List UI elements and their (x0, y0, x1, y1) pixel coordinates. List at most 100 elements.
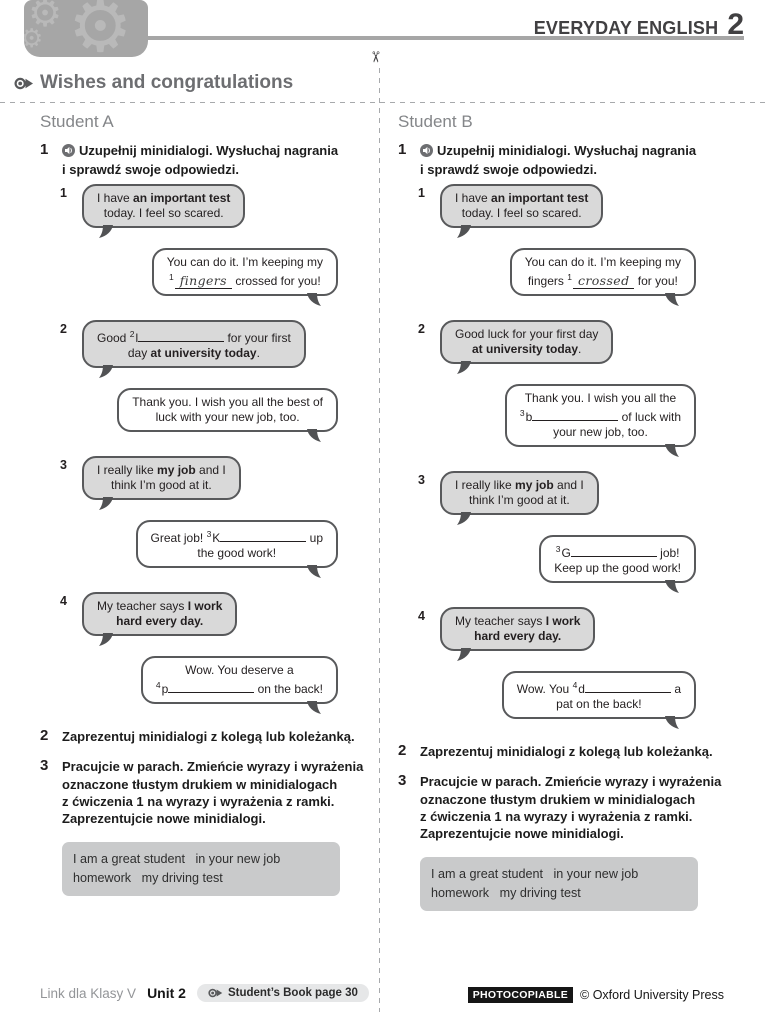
bubble-tail (457, 361, 471, 375)
bubble-text: Wow. You (516, 682, 573, 697)
bubble-text: fingers (527, 274, 568, 289)
bubble-text: I really like (455, 478, 516, 493)
bubble-text: I really like (97, 463, 158, 478)
unit-label: Unit 2 (147, 985, 186, 1001)
handwritten-answer: crossed (572, 273, 635, 290)
bubble-text: of luck with (618, 410, 681, 425)
bubble-text: an important test (491, 191, 589, 206)
bubble-tail (99, 497, 113, 511)
bubble-line: Great job! 3K up (151, 527, 323, 546)
bubble-text: You can do it. I’m keeping my (166, 255, 323, 270)
exercise-instruction: Pracujcie w parach. Zmieńcie wyrazy i wy… (420, 774, 722, 841)
bubble-text: I have (455, 191, 492, 206)
bubble-text: . (256, 346, 260, 361)
bubble-text: hard every day. (474, 629, 562, 644)
bubble-line: think I’m good at it. (455, 493, 584, 508)
bubble-text: I have (97, 191, 134, 206)
bubble-text: a (670, 682, 681, 697)
exercise-number: 1 (40, 141, 49, 158)
word-box: I am a great student in your new job hom… (420, 857, 698, 911)
bubble-line: Good 2l for your first (97, 327, 291, 346)
gear-icon: ⚙ (68, 0, 133, 57)
bubble-text: Thank you. I wish you all the best of (132, 395, 323, 410)
bubble-tail (307, 293, 321, 307)
speech-bubble: 3G job!Keep up the good work! (539, 535, 696, 594)
bubble-text: luck with your new job, too. (155, 410, 300, 425)
photocopiable-badge: PHOTOCOPIABLE (467, 987, 574, 1003)
scissors-icon: ✂ (366, 50, 385, 64)
audio-icon (420, 144, 433, 161)
bubble-text: Thank you. I wish you all the (524, 391, 677, 406)
gap-number: 4 (572, 680, 578, 691)
bubble-text: crossed for you! (231, 274, 321, 289)
exercise-number: 2 (40, 727, 49, 745)
answer-blank (220, 531, 307, 543)
dialogue-number: 1 (418, 186, 425, 201)
bubble-line: today. I feel so scared. (97, 206, 230, 221)
bubble-tail (665, 580, 679, 594)
dialogue-number: 1 (60, 186, 67, 201)
bubble-text: the good work! (197, 546, 277, 561)
bubble-line: Good luck for your first day (455, 327, 598, 342)
bubble-line: think I’m good at it. (97, 478, 226, 493)
bubble-text: You can do it. I’m keeping my (524, 255, 681, 270)
exercise-instruction: Pracujcie w parach. Zmieńcie wyrazy i wy… (62, 759, 364, 826)
gap-number: 3 (555, 544, 561, 555)
answer-blank (138, 331, 225, 343)
header-rule (148, 36, 744, 40)
dialogue-number: 2 (60, 322, 67, 337)
students-book-ref-label: Student’s Book page 30 (227, 987, 358, 999)
dialogue-number: 3 (60, 458, 67, 473)
bubble-tail (99, 225, 113, 239)
bubble-text: for you! (634, 274, 678, 289)
bubble-text: and I (195, 463, 226, 478)
bubble-line: day at university today. (97, 346, 291, 361)
bubble-text: . (578, 342, 582, 357)
bubble-text: I work (545, 614, 581, 629)
bubble-tail (457, 648, 471, 662)
answer-blank (532, 410, 619, 422)
bubble-text: think I’m good at it. (469, 493, 570, 508)
bubble-text: K (212, 531, 221, 546)
bubble-text: today. I feel so scared. (103, 206, 224, 221)
bubble-line: today. I feel so scared. (455, 206, 588, 221)
bubble-text: Keep up the good work! (554, 561, 681, 576)
bubble-line: Thank you. I wish you all the best of (132, 395, 323, 410)
bubble-line: pat on the back! (517, 697, 681, 712)
bubble-text: day (127, 346, 151, 361)
gear-icon: ⚙ (28, 0, 63, 35)
bubble-text: job! (656, 546, 680, 561)
bubble-tail (665, 293, 679, 307)
bubble-text: Good (97, 331, 130, 346)
bubble-text: my job (515, 478, 554, 493)
bubble-text: Good luck for your first day (455, 327, 599, 342)
